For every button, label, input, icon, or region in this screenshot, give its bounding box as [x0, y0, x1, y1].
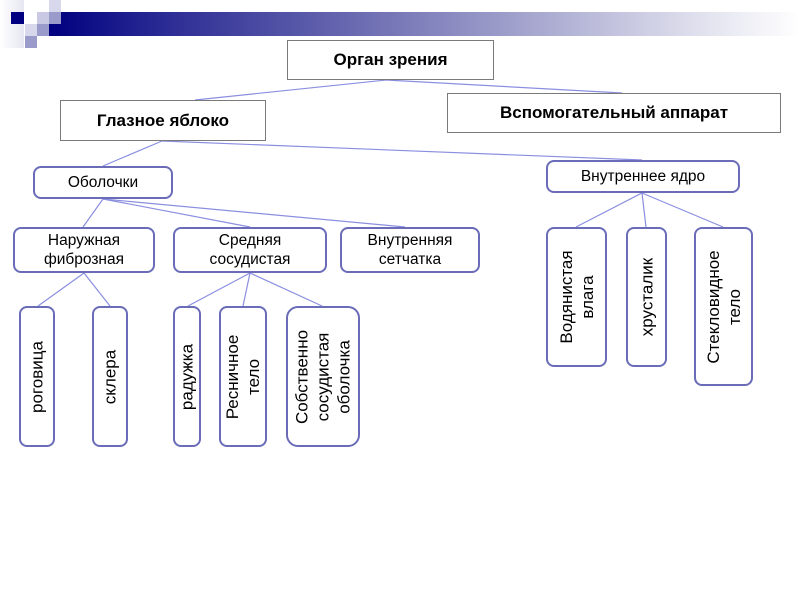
connector-outer-cornea — [37, 272, 85, 307]
connector-core-aqueous — [575, 192, 643, 228]
connector-root-accessory — [385, 79, 623, 94]
node-label-line1: Внутренняя — [367, 232, 453, 249]
header-square — [49, 12, 61, 24]
header-gradient-bar — [49, 12, 800, 36]
node-choroid: Собственно сосудистая оболочка — [286, 306, 360, 447]
header-square — [37, 24, 49, 36]
node-label-line1: роговица — [27, 340, 47, 413]
node-label: Вспомогательный аппарат — [499, 103, 729, 122]
connector-eyeball-membranes — [102, 140, 163, 167]
node-inner-retina: Внутренняя сетчатка — [340, 227, 480, 273]
node-label-line1: склера — [100, 349, 120, 404]
connector-root-eyeball — [194, 79, 387, 101]
node-aqueous-humor: Водянистая влага — [546, 227, 607, 367]
header-square — [25, 36, 37, 48]
node-label-line1: Наружная — [47, 232, 121, 249]
connector-middle-iris — [187, 272, 251, 307]
connector-outer-sclera — [83, 272, 111, 307]
node-label-line2: влага — [577, 275, 597, 319]
header-square — [37, 12, 49, 24]
node-label-line2: фиброзная — [43, 251, 125, 268]
node-label-line1: радужка — [177, 343, 197, 410]
node-iris: радужка — [173, 306, 201, 447]
node-inner-core: Внутреннее ядро — [546, 160, 740, 193]
connector-membranes-outer — [82, 198, 104, 228]
node-organ-of-vision: Орган зрения — [287, 40, 494, 80]
connector-middle-choroid — [249, 272, 323, 307]
header-square — [0, 0, 24, 48]
node-lens: хрусталик — [626, 227, 667, 367]
node-label-line1: Средняя — [218, 232, 282, 249]
node-cornea: роговица — [19, 306, 55, 447]
node-label-line1: Собственно — [292, 329, 312, 424]
connector-eyeball-core — [161, 140, 643, 161]
node-middle-vascular: Средняя сосудистая — [173, 227, 327, 273]
node-outer-fibrous: Наружная фиброзная — [13, 227, 155, 273]
node-label-line2: сетчатка — [378, 251, 442, 268]
node-membranes: Оболочки — [33, 166, 173, 199]
header-square — [11, 12, 24, 24]
node-ciliary-body: Ресничное тело — [219, 306, 267, 447]
node-label: Внутреннее ядро — [580, 168, 706, 185]
connector-membranes-middle — [102, 198, 251, 228]
node-accessory-apparatus: Вспомогательный аппарат — [447, 93, 781, 133]
node-label: Орган зрения — [333, 50, 448, 69]
connector-core-lens — [641, 192, 647, 228]
node-label: Оболочки — [67, 174, 139, 191]
node-label-line2: тело — [724, 288, 744, 325]
node-sclera: склера — [92, 306, 128, 447]
connector-membranes-inner — [102, 198, 406, 228]
connector-core-vitreous — [641, 192, 724, 228]
node-label-line1: хрусталик — [637, 257, 656, 337]
node-label-line1: Водянистая — [556, 250, 576, 344]
node-label: Глазное яблоко — [96, 110, 230, 130]
node-label-line3: оболочка — [334, 339, 354, 414]
node-label-line2: сосудистая — [313, 332, 333, 421]
node-vitreous-body: Стекловидное тело — [694, 227, 753, 386]
node-label-line1: Ресничное — [223, 334, 242, 419]
connector-middle-ciliary — [242, 272, 251, 307]
node-label-line2: тело — [244, 358, 263, 395]
node-eyeball: Глазное яблоко — [60, 100, 266, 141]
node-label-line1: Стекловидное — [703, 249, 723, 364]
node-label-line2: сосудистая — [209, 251, 291, 268]
header-square — [25, 24, 37, 36]
